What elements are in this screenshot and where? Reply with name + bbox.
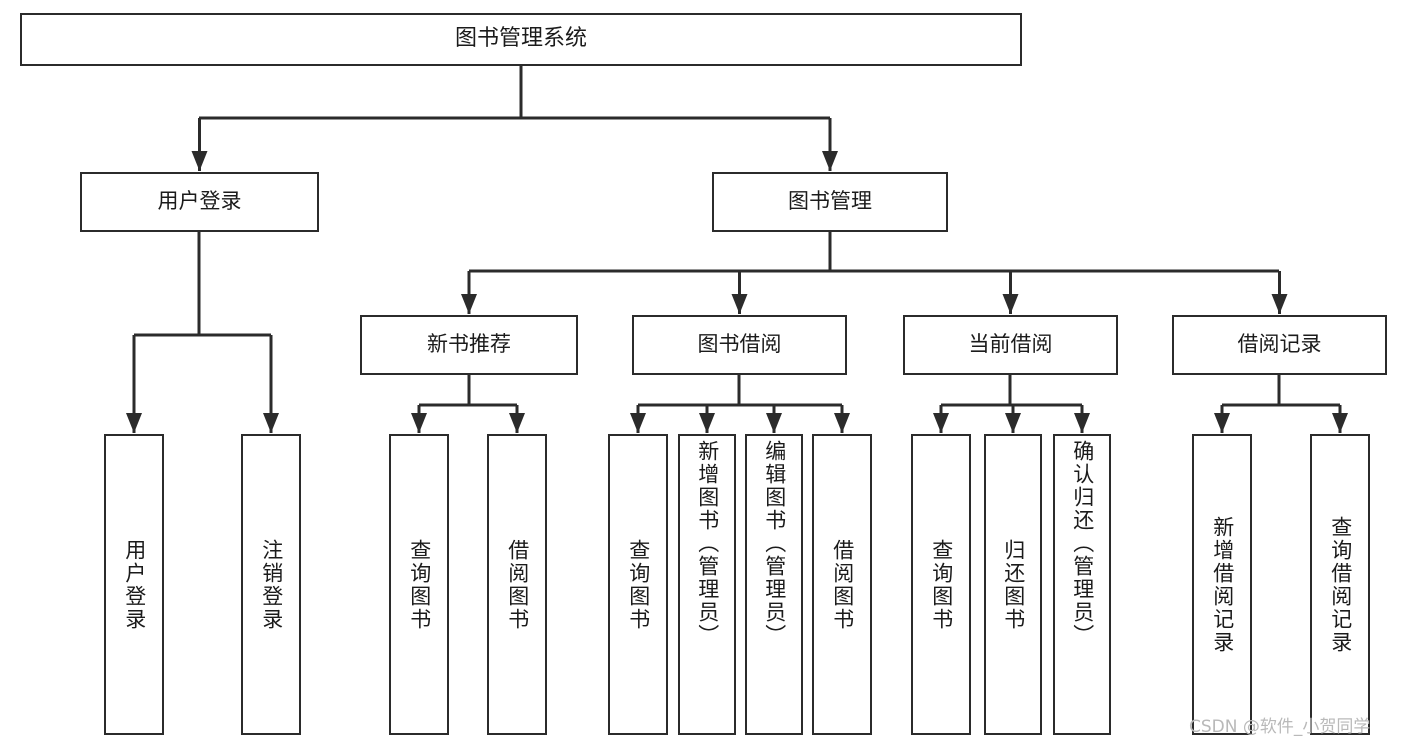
node-label: 当前借阅 xyxy=(968,332,1053,357)
node-label: 用户登录 xyxy=(122,538,147,631)
node-label: 用户登录 xyxy=(157,189,242,214)
node-label: 借阅图书 xyxy=(830,538,855,631)
node-book-management-system[interactable]: 图书管理系统 xyxy=(20,13,1022,66)
node-label: 查询图书 xyxy=(929,538,954,631)
node-new-book-recommendation[interactable]: 新书推荐 xyxy=(360,315,578,375)
node-label: 图书管理 xyxy=(788,189,872,214)
node-label: 图书借阅 xyxy=(697,332,782,357)
csdn-watermark: CSDN @软件_小贺同学 xyxy=(1189,717,1371,737)
leaf-query-books-recommend[interactable]: 查询图书 xyxy=(389,434,449,735)
leaf-query-books-current[interactable]: 查询图书 xyxy=(911,434,971,735)
node-label: 图书管理系统 xyxy=(454,26,587,52)
leaf-user-login[interactable]: 用户登录 xyxy=(104,434,164,735)
node-label: 新增图书（管理员） xyxy=(695,440,720,647)
node-user-login[interactable]: 用户登录 xyxy=(80,172,319,232)
node-label: 查询图书 xyxy=(407,538,432,631)
leaf-add-borrow-record[interactable]: 新增借阅记录 xyxy=(1192,434,1252,735)
node-current-borrowing[interactable]: 当前借阅 xyxy=(903,315,1118,375)
node-label: 归还图书 xyxy=(1001,538,1026,631)
node-label: 新书推荐 xyxy=(427,332,511,357)
node-label: 借阅记录 xyxy=(1237,332,1322,357)
node-label: 查询图书 xyxy=(626,538,651,631)
node-label: 确认归还（管理员） xyxy=(1070,440,1095,647)
leaf-return-book[interactable]: 归还图书 xyxy=(984,434,1042,735)
leaf-add-book-admin[interactable]: 新增图书（管理员） xyxy=(678,434,736,735)
node-borrowing-records[interactable]: 借阅记录 xyxy=(1172,315,1387,375)
leaf-confirm-return-admin[interactable]: 确认归还（管理员） xyxy=(1053,434,1111,735)
node-label: 注销登录 xyxy=(259,538,284,631)
leaf-edit-book-admin[interactable]: 编辑图书（管理员） xyxy=(745,434,803,735)
leaf-query-books-borrow[interactable]: 查询图书 xyxy=(608,434,668,735)
node-book-management[interactable]: 图书管理 xyxy=(712,172,948,232)
node-book-borrowing[interactable]: 图书借阅 xyxy=(632,315,847,375)
node-label: 编辑图书（管理员） xyxy=(762,440,787,647)
node-label: 查询借阅记录 xyxy=(1328,515,1353,654)
node-label: 借阅图书 xyxy=(505,538,530,631)
node-label: 新增借阅记录 xyxy=(1210,515,1235,654)
leaf-query-borrow-record[interactable]: 查询借阅记录 xyxy=(1310,434,1370,735)
leaf-borrow-books-recommend[interactable]: 借阅图书 xyxy=(487,434,547,735)
leaf-logout[interactable]: 注销登录 xyxy=(241,434,301,735)
leaf-borrow-books[interactable]: 借阅图书 xyxy=(812,434,872,735)
